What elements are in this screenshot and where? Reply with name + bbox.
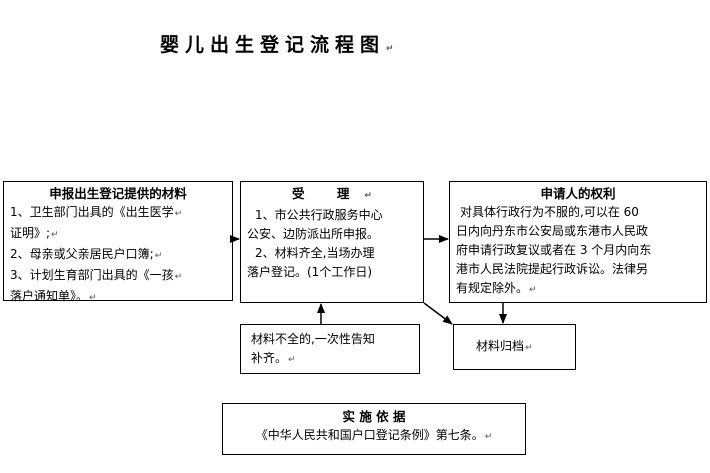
materials-line-3: 2、母亲或父亲居民户口簿;↵ (10, 247, 163, 261)
materials-box: 申报出生登记提供的材料 1、卫生部门出具的《出生医学↵ 证明》;↵ 2、母亲或父… (3, 181, 233, 303)
incomplete-box: 材料不全的,一次性告知 补齐。↵ (240, 324, 420, 374)
archive-box: 材料归档↵ (453, 324, 576, 370)
materials-line-1: 1、卫生部门出具的《出生医学↵ (10, 205, 183, 219)
rights-line-2: 日内向丹东市公安局或东港市人民政 (456, 224, 649, 238)
accept-line-4: 落户登记。(1个工作日) (247, 265, 372, 279)
rights-box: 申请人的权利 对具体行政行为不服的,可以在 60 日内向丹东市公安局或东港市人民… (449, 181, 707, 303)
accept-line-1: 1、市公共行政服务中心 (255, 208, 383, 222)
rights-line-5: 有规定除外。↵ (456, 281, 537, 295)
rights-title: 申请人的权利 (540, 186, 616, 201)
materials-line-5: 落户通知单》。↵ (10, 289, 97, 303)
page-title: 婴儿出生登记流程图↵ (160, 34, 400, 56)
basis-title: 实 施 依 据 (342, 409, 406, 424)
materials-line-2: 证明》;↵ (10, 226, 59, 240)
incomplete-line-2: 补齐。↵ (251, 351, 296, 365)
accept-box: 受 理↵ 1、市公共行政服务中心 公安、边防派出所申报。 2、材料齐全,当场办理… (240, 181, 424, 303)
materials-line-4: 3、计划生育部门出具的《一孩↵ (10, 268, 183, 282)
materials-title: 申报出生登记提供的材料 (49, 186, 187, 201)
accept-line-2: 公安、边防派出所申报。 (247, 227, 380, 241)
rights-line-4: 港市人民法院提起行政诉讼。法律另 (456, 262, 649, 276)
accept-line-3: 2、材料齐全,当场办理 (255, 246, 375, 260)
archive-text: 材料归档↵ (476, 339, 533, 353)
rights-line-1: 对具体行政行为不服的,可以在 60 (460, 205, 639, 219)
arrow-accept-to-archive (423, 302, 453, 325)
accept-title: 受 理↵ (292, 186, 372, 201)
basis-box: 实 施 依 据 《中华人民共和国户口登记条例》第七条。↵ (222, 403, 526, 455)
rights-line-3: 府申请行政复议或者在 3 个月内向东 (456, 243, 652, 257)
incomplete-line-1: 材料不全的,一次性告知 (251, 332, 375, 346)
basis-text: 《中华人民共和国户口登记条例》第七条。↵ (255, 428, 493, 442)
